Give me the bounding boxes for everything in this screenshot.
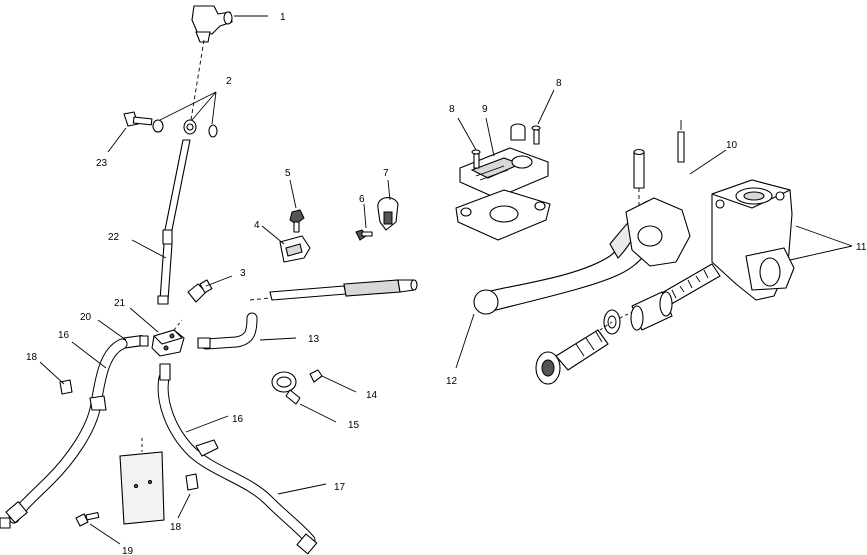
callout-22: 22: [108, 232, 120, 243]
leader-5: [289, 179, 297, 209]
leader-8a: [457, 117, 477, 151]
part-clamp-bracket: [279, 235, 311, 263]
leader-18-right: [177, 493, 191, 519]
callout-23: 23: [96, 158, 108, 169]
part-banjo-bolt: [123, 111, 153, 127]
leader-14: [321, 375, 357, 393]
leader-13: [259, 337, 297, 341]
leader-23: [107, 127, 127, 153]
part-brake-line-13: [197, 279, 418, 350]
leader-12: [455, 313, 475, 369]
part-banjo-washers: [152, 119, 218, 138]
part-fitting-3: [187, 279, 213, 303]
callout-19: 19: [122, 546, 134, 555]
callout-17: 17: [334, 482, 346, 493]
callout-13: 13: [308, 334, 320, 345]
callout-6: 6: [359, 194, 365, 205]
part-cover-screws: [471, 125, 541, 169]
leader-4: [261, 225, 285, 245]
part-reservoir-gasket: [455, 189, 551, 241]
leader-15: [299, 403, 337, 423]
leader-21: [129, 307, 159, 333]
callout-20: 20: [80, 312, 92, 323]
part-brake-hose-right: [157, 363, 318, 555]
part-nut-5: [289, 209, 305, 233]
callout-18-right: 18: [170, 522, 182, 533]
callout-18-left: 18: [26, 352, 38, 363]
leader-17: [277, 483, 327, 495]
part-pivot-pins: [633, 120, 685, 240]
part-brake-hose-left: [0, 338, 128, 529]
callout-8-left: 8: [449, 104, 455, 115]
part-piston: [630, 291, 673, 331]
leader-20: [97, 319, 127, 341]
callout-14: 14: [366, 390, 378, 401]
part-brake-lever: [473, 197, 691, 315]
leader-8b: [537, 89, 555, 125]
leader-6: [363, 203, 367, 229]
part-reservoir-cover: [459, 147, 549, 199]
leader-16-left: [71, 341, 107, 369]
part-screw-6: [355, 229, 373, 241]
callout-3: 3: [240, 268, 246, 279]
part-brake-line-upper: [189, 39, 205, 127]
callout-12: 12: [446, 376, 458, 387]
part-retainer-clip: [377, 197, 399, 231]
leader-19: [89, 523, 121, 545]
callout-8-right: 8: [556, 78, 562, 89]
leader-16-right: [185, 415, 229, 433]
part-hose-clip-left: [59, 379, 107, 411]
part-hose-clip-right: [185, 439, 219, 491]
part-junction-block: [151, 329, 185, 357]
part-reservoir-cap: [510, 123, 526, 141]
leader-18-left: [39, 361, 65, 385]
callout-21: 21: [114, 298, 126, 309]
leader-10: [689, 149, 727, 175]
leader-2: [159, 91, 217, 125]
part-brake-hose-vertical: [157, 139, 191, 305]
part-tee-fitting: [191, 5, 233, 43]
leader-9: [485, 117, 495, 157]
leader-7: [387, 179, 391, 201]
leader-11: [789, 225, 853, 261]
callout-9: 9: [482, 104, 488, 115]
leader-22: [131, 239, 167, 259]
callout-7: 7: [383, 168, 389, 179]
part-push-rod-boot: [535, 329, 609, 385]
part-hose-fitting-20: [123, 334, 149, 349]
callout-16-right: 16: [232, 414, 244, 425]
callout-10: 10: [726, 140, 738, 151]
callout-1: 1: [280, 12, 286, 23]
part-pin-14: [309, 369, 323, 383]
callout-2: 2: [226, 76, 232, 87]
part-screw-19: [75, 511, 100, 527]
callout-11: 11: [856, 242, 867, 253]
callout-15: 15: [348, 420, 360, 431]
callout-4: 4: [254, 220, 260, 231]
callout-5: 5: [285, 168, 291, 179]
part-hose-clamp: [271, 371, 301, 405]
part-master-cylinder-body: [711, 179, 795, 301]
part-bracket-plate: [119, 451, 165, 525]
callout-16-left: 16: [58, 330, 70, 341]
leader-3: [205, 275, 233, 287]
